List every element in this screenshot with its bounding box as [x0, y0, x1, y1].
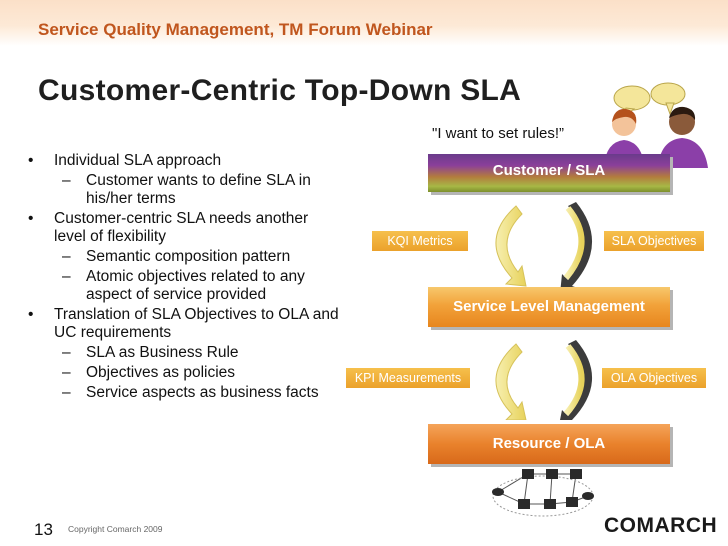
- speech-bubble-icon: [613, 82, 686, 120]
- circular-arrows: [495, 202, 593, 420]
- circular-arrow-icon: [560, 202, 593, 294]
- page-number: 13: [34, 520, 53, 539]
- bullet-item: –SLA as Business Rule: [62, 344, 239, 361]
- bullet-item: –Customer wants to define SLA in his/her…: [62, 172, 311, 207]
- logo-text: COMARCH: [604, 514, 717, 537]
- customer-sla-bar: Customer / SLA: [428, 154, 670, 192]
- kqi-metrics-label: KQI Metrics: [372, 231, 468, 251]
- sla-objectives-label: SLA Objectives: [604, 231, 704, 251]
- bullet-item: –Service aspects as business facts: [62, 384, 319, 401]
- bullet-list: •Individual SLA approach –Customer wants…: [22, 152, 342, 404]
- header-band: [0, 0, 728, 46]
- resource-ola-bar: Resource / OLA: [428, 424, 670, 464]
- circular-arrow-icon: [495, 205, 527, 287]
- network-icon: [492, 469, 594, 517]
- bullet-item: –Atomic objectives related to any aspect…: [62, 268, 305, 303]
- bullet-item: •Individual SLA approach: [28, 152, 222, 169]
- people-icon: [604, 82, 708, 168]
- slide-title: Customer-Centric Top-Down SLA: [38, 74, 522, 107]
- header-text: Service Quality Management, TM Forum Web…: [38, 20, 433, 39]
- kpi-measurements-label: KPI Measurements: [346, 368, 470, 388]
- ola-objectives-label: OLA Objectives: [602, 368, 706, 388]
- comarch-logo: COMARCH: [604, 514, 717, 537]
- bullet-item: –Objectives as policies: [62, 364, 236, 381]
- copyright-text: Copyright Comarch 2009: [68, 524, 163, 534]
- person-right: [658, 106, 708, 168]
- circular-arrow-icon: [495, 343, 527, 420]
- bullet-item: –Semantic composition pattern: [62, 248, 291, 265]
- customer-quote: "I want to set rules!”: [432, 125, 565, 142]
- circular-arrow-icon: [560, 340, 593, 420]
- bullet-item: •Translation of SLA Objectives to OLA an…: [28, 306, 339, 341]
- service-level-management-bar: Service Level Management: [428, 287, 670, 327]
- bullet-item: •Customer-centric SLA needs another leve…: [28, 210, 309, 245]
